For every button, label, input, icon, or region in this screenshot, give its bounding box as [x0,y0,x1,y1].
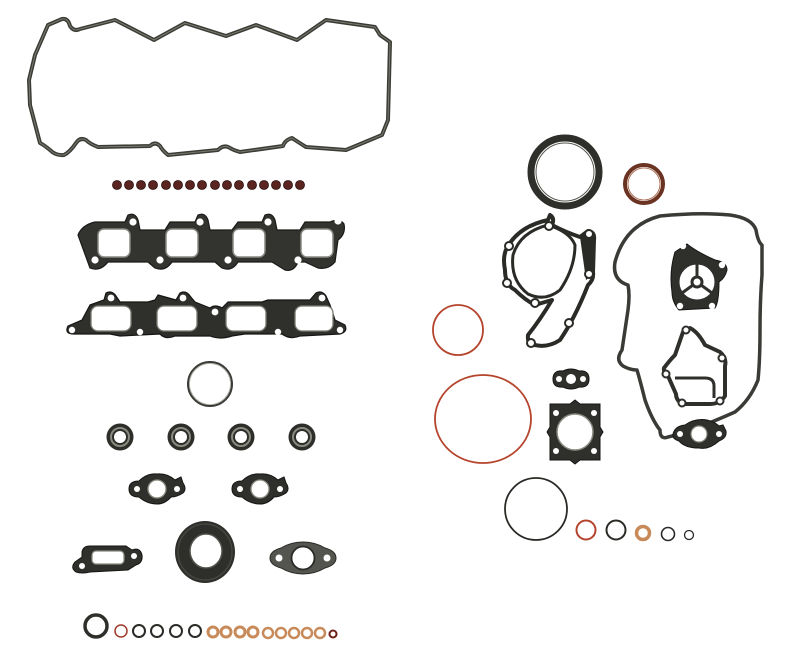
exhaust-manifold-gasket [77,213,345,271]
right-gasket-group [432,134,764,542]
water-pump-gasket [502,213,597,348]
small-flange-gasket [552,368,590,390]
thermostat-housing-gasket [72,545,143,574]
assorted-orings [504,477,695,542]
front-crank-seal [623,163,665,205]
egr-small-gasket [672,419,727,449]
throttle-body-gasket [546,399,604,465]
turbo-ring-gasket [187,361,233,407]
orings-and-washers [83,613,338,640]
intake-manifold-gasket [66,291,347,339]
injector-seals [106,423,316,451]
egr-flange-gaskets [128,473,289,505]
rear-main-seal [527,134,603,210]
crankshaft-seal [175,521,235,583]
orange-oring-large [434,374,532,464]
valve-cover-gasket [27,16,392,158]
oil-cooler-gasket [661,325,728,408]
left-gasket-group [27,16,392,640]
turbo-outlet-gasket [269,541,337,575]
oil-pump-gasket [670,242,728,311]
orange-oring-medium [432,304,484,356]
valve-stem-seals [112,180,305,190]
